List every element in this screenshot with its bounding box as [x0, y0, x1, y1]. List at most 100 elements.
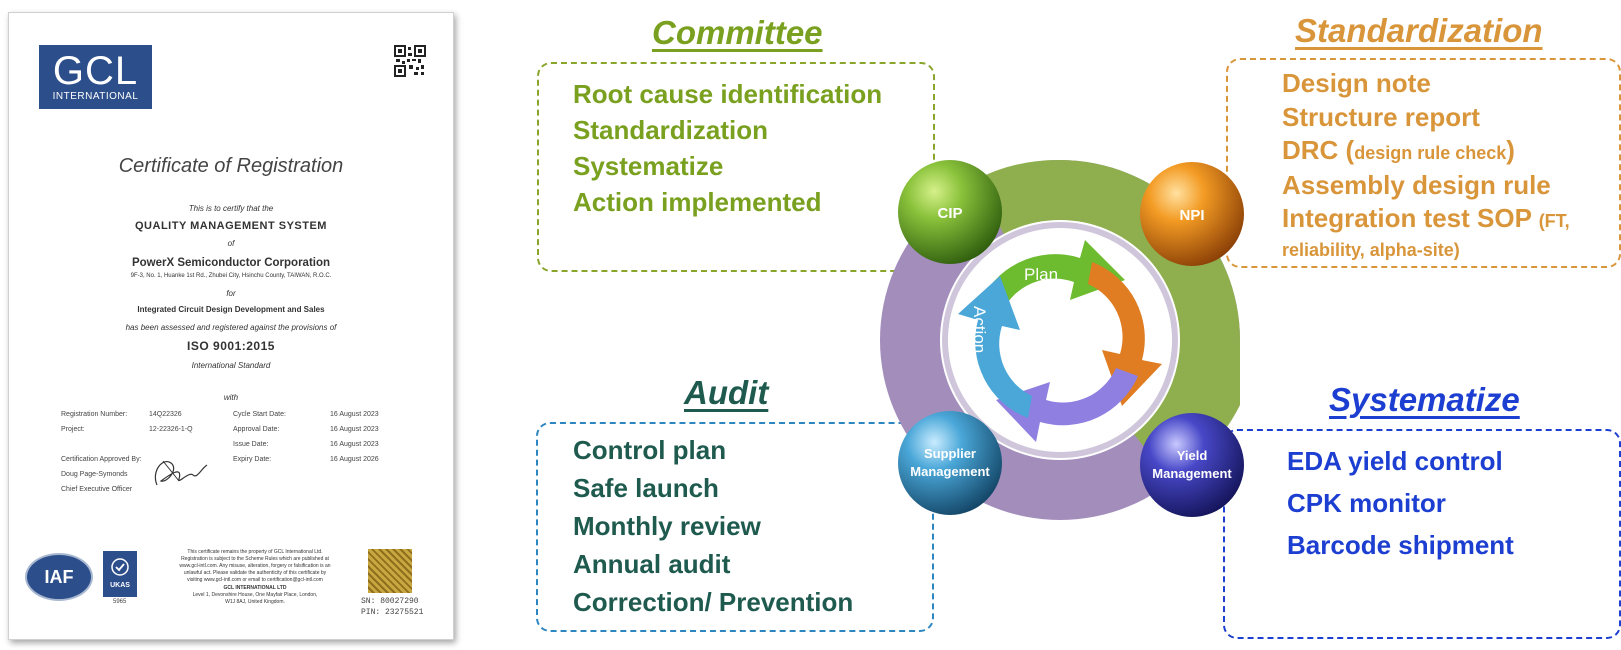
systematize-item: EDA yield control: [1287, 446, 1503, 476]
iaf-logo: IAF: [25, 553, 93, 601]
cip-label: CIP: [937, 205, 962, 222]
expiry-date: 16 August 2026: [330, 456, 379, 463]
ukas-text: UKAS: [110, 582, 130, 589]
company-name: PowerX Semiconductor Corporation: [131, 257, 331, 269]
certificate-document: GCL INTERNATIONAL Certificate of Registr…: [8, 12, 454, 640]
qr-code-icon: [394, 45, 426, 77]
audit-item: Annual audit: [573, 549, 731, 579]
pin-number: PIN: 23275521: [361, 608, 424, 617]
npi-sphere: [1140, 162, 1244, 266]
committee-item: Systematize: [573, 151, 724, 181]
supplier-label-2: Management: [910, 464, 990, 479]
footer-company: GCL INTERNATIONAL LTD: [223, 585, 287, 591]
ring-inner-edge: [942, 222, 1178, 458]
yield-label-1: Yield: [1177, 448, 1208, 463]
notice-line: www.gcl-intl.com. Any misuse, alteration…: [179, 563, 331, 569]
cip-sphere: [898, 160, 1002, 264]
do-label: Do: [1097, 307, 1119, 326]
yield-label-2: Management: [1152, 466, 1232, 481]
registration-number-label: Registration Number:: [61, 411, 128, 418]
expiry-label: Expiry Date:: [233, 456, 272, 463]
do-arrow: [1088, 262, 1162, 406]
standard-type: International Standard: [191, 361, 271, 370]
systematize-item: CPK monitor: [1287, 488, 1446, 518]
supplier-label-1: Supplier: [924, 446, 976, 461]
standardization-panel: [1226, 58, 1621, 268]
for-line: for: [226, 289, 236, 298]
npi-label: NPI: [1179, 207, 1204, 224]
drc-main: DRC (: [1282, 135, 1355, 165]
drc-note: design rule check: [1354, 143, 1507, 163]
registration-number: 14Q22326: [149, 411, 182, 418]
integration-main: Integration test SOP: [1282, 203, 1539, 233]
audit-title: Audit: [684, 374, 769, 411]
approved-by-label: Certification Approved By:: [61, 456, 142, 463]
hologram-seal: [368, 549, 412, 593]
company-address: 9F-3, No. 1, Huanke 1st Rd., Zhubei City…: [130, 273, 332, 279]
integration-note-line-2: reliability, alpha-site): [1282, 240, 1460, 260]
committee-title: Committee: [652, 14, 823, 51]
gcl-logo: GCL INTERNATIONAL: [39, 45, 152, 109]
standardization-title: Standardization: [1295, 12, 1543, 49]
systematize-title: Systematize: [1329, 381, 1520, 418]
iaf-logo-text: IAF: [44, 567, 74, 587]
crown-check-icon: [111, 558, 129, 576]
committee-item: Standardization: [573, 115, 769, 145]
approval-label: Approval Date:: [233, 426, 280, 433]
drc-close: ): [1506, 135, 1515, 165]
approver-name: Doug Page-Symonds: [61, 471, 128, 478]
cycle-start-date: 16 August 2023: [330, 411, 379, 418]
issue-date: 16 August 2023: [330, 441, 379, 448]
standardization-item: Design note: [1282, 68, 1431, 98]
notice-line: visiting www.gcl-intl.com or email to ce…: [187, 577, 323, 583]
audit-item: Monthly review: [573, 511, 761, 541]
plan-label: Plan: [1024, 265, 1058, 284]
systematize-item: Barcode shipment: [1287, 530, 1514, 560]
committee-item: Action implemented: [573, 187, 822, 217]
notice-line: Registration is subject to the Scheme Ru…: [181, 556, 329, 562]
of-line: of: [227, 239, 235, 248]
standardization-item: Structure report: [1282, 102, 1480, 132]
standardization-item-integration: Integration test SOP (FT,: [1282, 203, 1570, 234]
audit-item: Safe launch: [573, 473, 719, 503]
integration-note: (FT,: [1538, 211, 1570, 231]
footer-address: Level 1, Devonshire House, One Mayfair P…: [192, 592, 318, 598]
approver-title: Chief Executive Officer: [61, 486, 133, 493]
standard-name: ISO 9001:2015: [187, 339, 275, 353]
cycle-start-label: Cycle Start Date:: [233, 411, 286, 418]
standardization-item: Assembly design rule: [1282, 170, 1551, 200]
check-label: Check: [1038, 368, 1087, 387]
ukas-logo: UKAS: [103, 551, 137, 597]
project-number: 12-22326-1-Q: [149, 426, 193, 433]
serial-number: SN: 80027290: [361, 597, 419, 606]
notice-line: This certificate remains the property of…: [187, 549, 323, 555]
gcl-logo-sub: INTERNATIONAL: [52, 91, 139, 102]
check-arrow: [996, 368, 1138, 442]
notice-line: unlawful act. Please validate the authen…: [183, 570, 327, 576]
standardization-item-drc: DRC (design rule check): [1282, 135, 1515, 166]
signature-icon: [154, 460, 208, 486]
certify-line: This is to certify that the: [188, 204, 274, 213]
plan-arrow: [978, 240, 1125, 312]
audit-item: Control plan: [573, 435, 727, 465]
scope: Integrated Circuit Design Development an…: [137, 305, 325, 314]
gcl-logo-main: GCL: [52, 49, 139, 93]
with-line: with: [223, 393, 239, 402]
audit-panel: [536, 422, 934, 632]
issue-label: Issue Date:: [233, 441, 269, 448]
system-name: QUALITY MANAGEMENT SYSTEM: [135, 220, 327, 232]
action-arrow: [958, 276, 1032, 418]
notice-block: This certificate remains the property of…: [149, 549, 361, 606]
assessed-line: has been assessed and registered against…: [125, 323, 337, 332]
project-label: Project:: [61, 426, 85, 433]
ukas-number: 5965: [113, 599, 127, 605]
approval-date: 16 August 2023: [330, 426, 379, 433]
audit-item: Correction/ Prevention: [573, 587, 854, 617]
committee-item: Root cause identification: [573, 79, 883, 109]
supplier-management-sphere: [898, 411, 1002, 515]
quality-cycle-diagram: Plan Do Check Action CIP NPI Supplier Ma…: [880, 159, 1244, 520]
yield-management-sphere: [1140, 413, 1244, 517]
footer-address: W1J 8AJ, United Kingdom.: [225, 599, 285, 605]
action-label: Action: [970, 306, 989, 353]
certificate-title: Certificate of Registration: [118, 155, 344, 177]
